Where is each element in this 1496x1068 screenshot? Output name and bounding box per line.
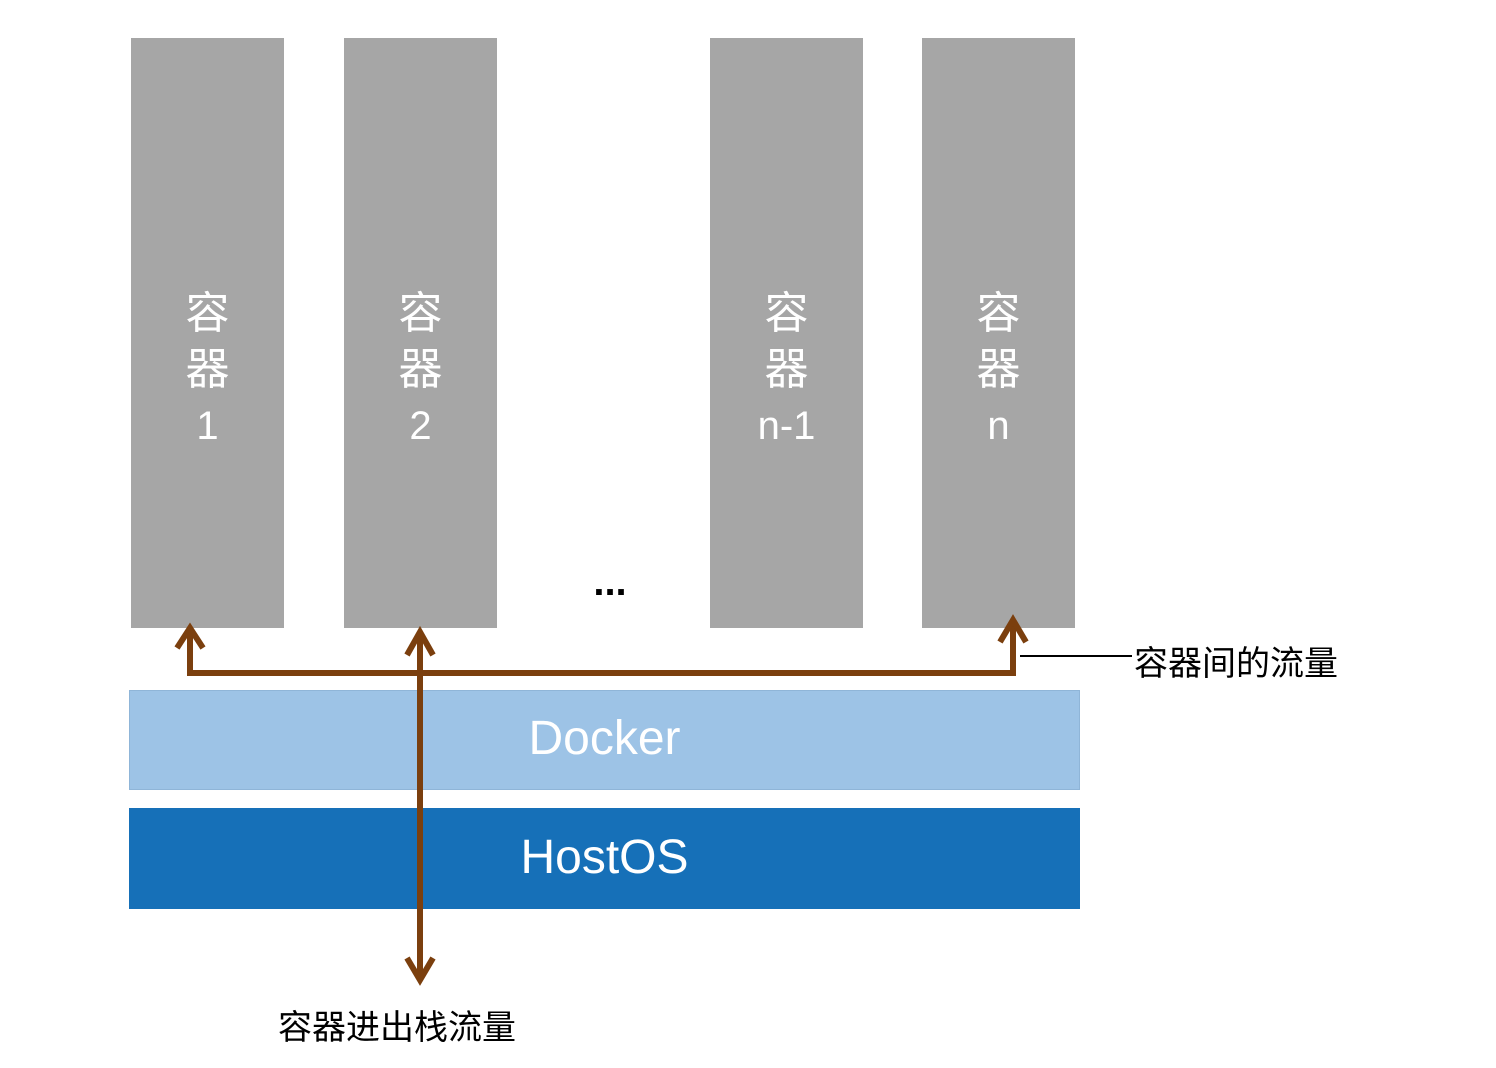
container-n-minus-1-label: 容 器 n-1 (757, 288, 816, 448)
arrowhead-container-n (997, 614, 1029, 644)
container-2: 容 器 2 (344, 38, 497, 628)
container-1: 容 器 1 (131, 38, 284, 628)
ellipsis: ... (593, 560, 627, 604)
container-n-minus-1: 容 器 n-1 (710, 38, 863, 628)
arrowhead-container-2-up (404, 625, 436, 657)
in-out-traffic-label: 容器进出栈流量 (278, 1008, 516, 1048)
hostos-layer: HostOS (129, 808, 1080, 909)
arrowhead-container-1 (174, 622, 206, 650)
arrowhead-bottom-down (404, 956, 436, 986)
container-2-label: 容 器 2 (398, 288, 443, 448)
container-1-label: 容 器 1 (185, 288, 230, 448)
docker-layer: Docker (129, 690, 1080, 790)
inter-container-traffic-label: 容器间的流量 (1134, 644, 1338, 684)
container-n-label: 容 器 n (976, 288, 1021, 448)
inter-container-flow-line (187, 623, 1016, 676)
container-n: 容 器 n (922, 38, 1075, 628)
